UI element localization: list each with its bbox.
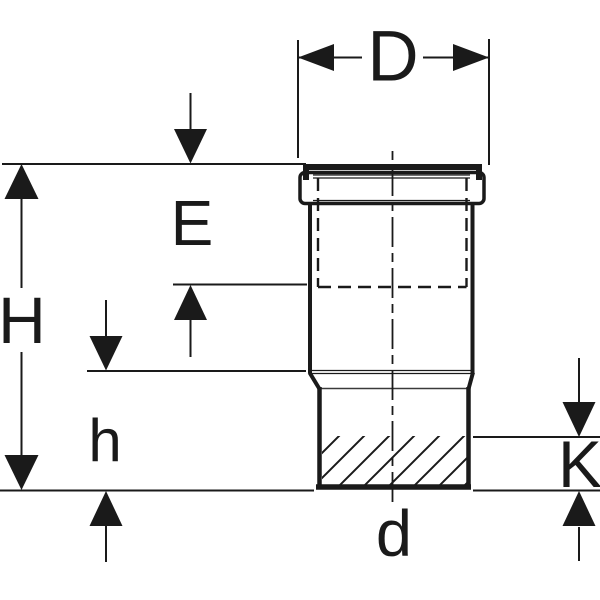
dimension-h (89, 300, 123, 562)
dimension-D (297, 39, 490, 165)
arrow-down-icon (174, 129, 207, 164)
dimension-label-D: D (367, 17, 419, 97)
dimension-K (562, 358, 596, 561)
dimension-label-H: H (0, 283, 46, 357)
seal-lines (313, 174, 470, 205)
extension-lines (0, 163, 600, 492)
arrow-up-icon (4, 164, 39, 199)
shoulder-lines (311, 369, 472, 375)
arrow-up-icon (562, 491, 596, 526)
dimension-D-extension-lines (297, 39, 490, 165)
insertion-depth-hatch (322, 436, 467, 485)
arrow-left-icon (298, 44, 334, 71)
arrow-up-icon (89, 491, 123, 526)
arrow-down-icon (89, 336, 123, 371)
arrow-down-icon (4, 455, 39, 490)
dimension-label-K: K (557, 427, 600, 501)
hidden-socket-lines (316, 178, 468, 289)
dimension-label-h: h (88, 407, 122, 474)
arrow-down-icon (562, 402, 596, 437)
dimension-H (4, 164, 39, 490)
dimension-E (174, 93, 207, 357)
arrow-up-icon (174, 285, 207, 320)
body-walls (308, 204, 475, 373)
taper-walls (307, 371, 475, 391)
spigot-walls (317, 387, 471, 487)
dimension-label-E: E (170, 187, 214, 259)
fitting-outline (298, 164, 486, 490)
dimension-label-d: d (375, 496, 413, 570)
arrow-right-icon (453, 44, 489, 71)
